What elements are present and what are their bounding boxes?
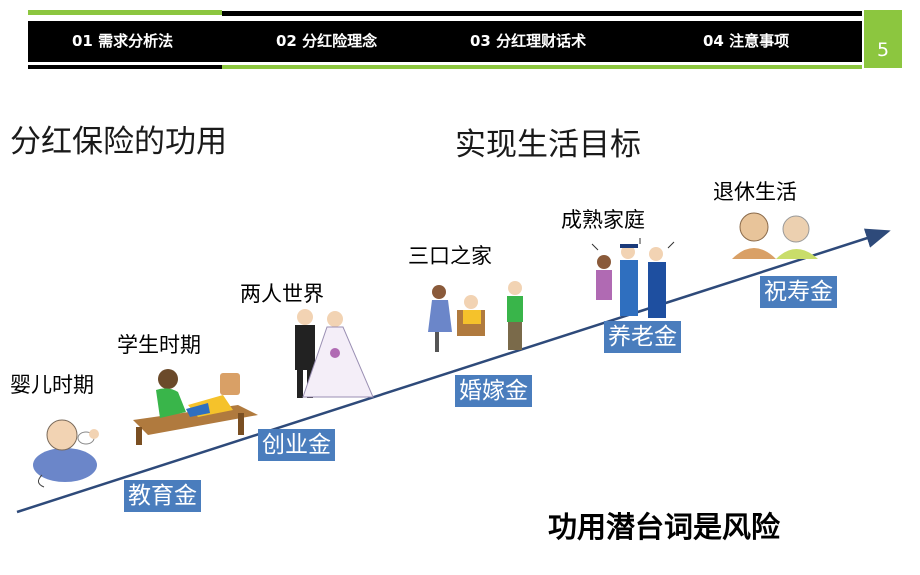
nav-item-notes[interactable]: 04 注意事项: [703, 32, 790, 50]
stage-label-infant: 婴儿时期: [10, 373, 94, 397]
header-accent-line: [28, 10, 222, 15]
page-number: 5: [864, 10, 902, 68]
fund-label-startup: 创业金: [258, 429, 335, 461]
stage-label-family-of-three: 三口之家: [408, 244, 492, 268]
nav-item-dividend-concept[interactable]: 02 分红险理念: [276, 32, 378, 50]
family-of-three-illustration: [428, 281, 523, 352]
risk-statement: 功用潜台词是风险: [548, 510, 781, 544]
stage-label-retirement: 退休生活: [713, 180, 797, 204]
student-illustration: [133, 369, 258, 445]
fund-label-pension: 养老金: [604, 321, 681, 353]
wedding-couple-illustration: [295, 309, 374, 398]
stage-label-mature-family: 成熟家庭: [561, 208, 645, 232]
nav-item-needs-analysis[interactable]: 01 需求分析法: [72, 32, 174, 50]
baby-illustration: [33, 419, 99, 488]
fund-label-marriage: 婚嫁金: [455, 375, 532, 407]
stage-label-student: 学生时期: [117, 333, 201, 357]
slide-subtitle: 实现生活目标: [455, 127, 641, 163]
nav-item-dividend-script[interactable]: 03 分红理财话术: [470, 32, 587, 50]
slide-title: 分红保险的功用: [10, 124, 227, 160]
mature-family-illustration: [591, 238, 675, 318]
header-accent-line: [222, 11, 862, 16]
header-accent-line: [222, 65, 862, 69]
fund-label-education: 教育金: [124, 480, 201, 512]
nav-bar: [28, 21, 862, 62]
stage-label-couple: 两人世界: [240, 282, 324, 306]
retired-couple-illustration: [732, 212, 818, 259]
header-accent-line: [28, 65, 222, 69]
fund-label-longevity: 祝寿金: [760, 276, 837, 308]
